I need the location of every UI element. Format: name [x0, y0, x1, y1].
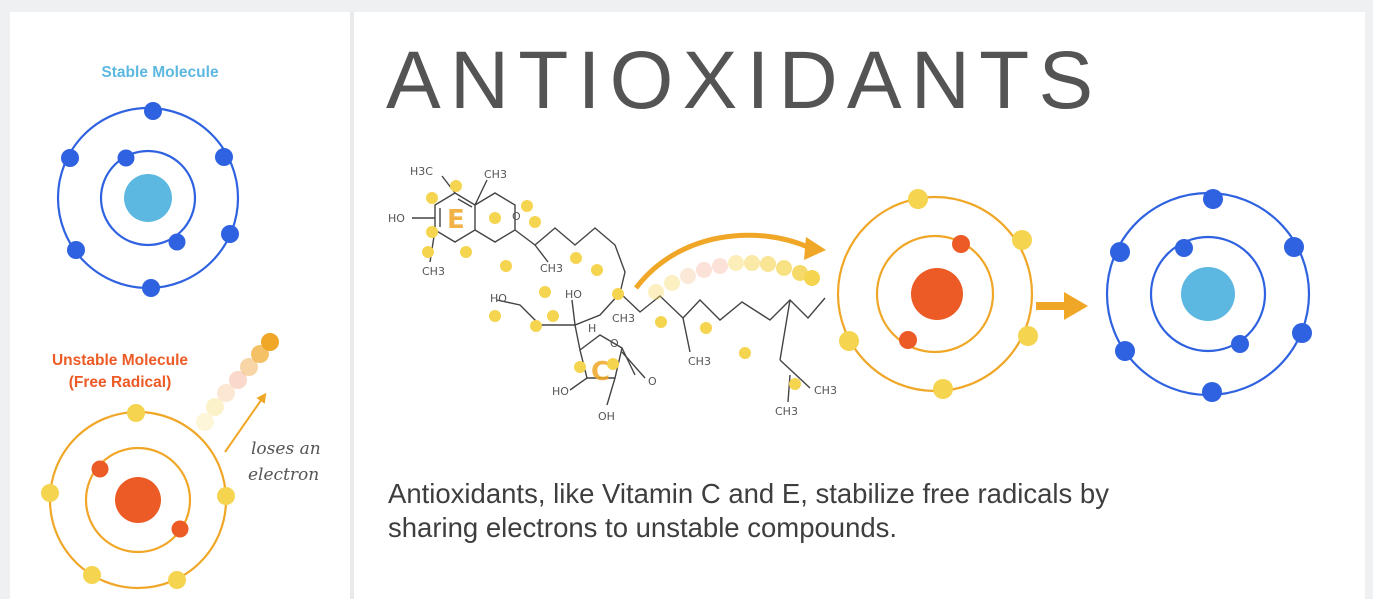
- unstable-molecule-label: Unstable Molecule: [51, 352, 189, 369]
- label-o-ring: O: [610, 337, 619, 350]
- electron: [952, 235, 970, 253]
- label-ch3-chain1: CH3: [612, 312, 635, 325]
- electron-transfer: [634, 232, 826, 300]
- structure-labels: H3C CH3 HO CH3 CH3 HO HO H CH3 O O HO OH…: [388, 165, 837, 423]
- free-radical-label: (Free Radical): [68, 374, 172, 391]
- panel-divider: [350, 12, 354, 599]
- label-oh-c: OH: [598, 410, 615, 423]
- ring-letter-c: C: [591, 357, 610, 387]
- label-o-e-ring: O: [512, 210, 521, 223]
- transfer-arc: [634, 232, 812, 290]
- label-h-c: H: [588, 322, 596, 335]
- label-ho-c1: HO: [490, 292, 507, 305]
- electron: [67, 241, 85, 259]
- label-ch3-end1: CH3: [814, 384, 837, 397]
- electron: [127, 404, 145, 422]
- electron-trail: [251, 345, 269, 363]
- stabilize-arrow: [1036, 292, 1088, 320]
- label-o-keto: O: [648, 375, 657, 388]
- electron: [1012, 230, 1032, 250]
- electron: [1115, 341, 1135, 361]
- electron: [839, 331, 859, 351]
- electron: [217, 487, 235, 505]
- electron: [1231, 335, 1249, 353]
- transfer-arrowhead: [804, 237, 826, 260]
- electron: [168, 571, 186, 589]
- electron: [144, 102, 162, 120]
- label-h3c: H3C: [410, 165, 433, 178]
- page-title: ANTIOXIDANTS: [386, 35, 1103, 126]
- loses-electron-note-line2: electron: [248, 465, 320, 485]
- electron: [1110, 242, 1130, 262]
- stabilized-inner-orbit: [1149, 235, 1267, 353]
- loses-electron-note-line1: loses an: [251, 439, 321, 459]
- electron: [1175, 239, 1193, 257]
- electron-trail: [229, 371, 247, 389]
- escape-arrow: [224, 392, 267, 453]
- stable-inner-orbit: [99, 149, 197, 247]
- stabilized-nucleus: [1181, 267, 1235, 321]
- electron: [1284, 237, 1304, 257]
- radical-nucleus: [911, 268, 963, 320]
- unstable-molecule: [41, 333, 279, 590]
- escaping-electron: [261, 333, 279, 351]
- stable-molecule: [56, 102, 240, 297]
- stabilized-molecule: [1105, 189, 1312, 402]
- unstable-nucleus: [115, 477, 161, 523]
- label-ch3-end2: CH3: [775, 405, 798, 418]
- caption-line1: Antioxidants, like Vitamin C and E, stab…: [388, 478, 1109, 509]
- stable-nucleus: [124, 174, 172, 222]
- electron: [215, 148, 233, 166]
- electron: [933, 379, 953, 399]
- unstable-inner-orbit: [84, 446, 192, 554]
- stable-molecule-label: Stable Molecule: [101, 64, 219, 81]
- radical-inner-orbit: [875, 234, 995, 354]
- electron: [1292, 323, 1312, 343]
- label-ch3-mid: CH3: [540, 262, 563, 275]
- electron: [168, 233, 186, 251]
- ring-letter-e: E: [447, 205, 465, 235]
- left-panel: [10, 12, 350, 599]
- radical-molecule: [836, 189, 1038, 399]
- electron: [142, 279, 160, 297]
- electron: [171, 520, 189, 538]
- electron-trail: [196, 413, 214, 431]
- label-ho-c2: HO: [565, 288, 582, 301]
- label-ho-left: HO: [388, 212, 405, 225]
- electron: [1018, 326, 1038, 346]
- electron: [61, 149, 79, 167]
- label-ch3-top: CH3: [484, 168, 507, 181]
- label-ho-c3: HO: [552, 385, 569, 398]
- electron: [1202, 382, 1222, 402]
- electron-trail: [217, 384, 235, 402]
- label-ch3-chain2: CH3: [688, 355, 711, 368]
- electron: [91, 460, 109, 478]
- electron: [117, 149, 135, 167]
- electron: [908, 189, 928, 209]
- electron: [221, 225, 239, 243]
- structure-electrons: [422, 180, 801, 390]
- electron: [1203, 189, 1223, 209]
- electron: [83, 566, 101, 584]
- caption-line2: sharing electrons to unstable compounds.: [388, 512, 898, 543]
- electron-trail: [206, 398, 224, 416]
- label-ch3-bottom-left: CH3: [422, 265, 445, 278]
- electron: [899, 331, 917, 349]
- electron: [41, 484, 59, 502]
- electron-trail: [240, 358, 258, 376]
